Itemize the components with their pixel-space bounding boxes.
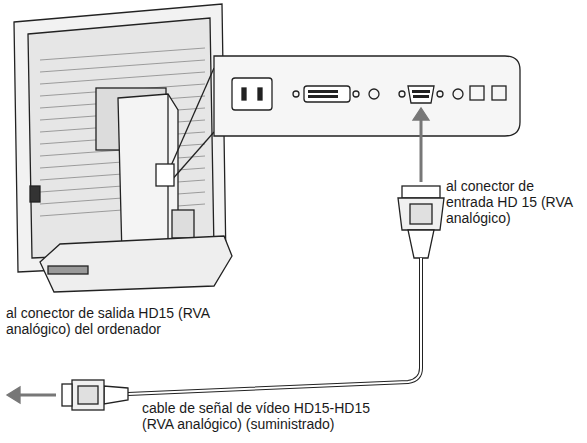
dvi-connector	[304, 86, 350, 102]
monitor-base	[40, 236, 232, 292]
callout-label: al conector de salida HD15 (RVA analógic…	[6, 305, 256, 337]
power-socket	[232, 78, 272, 110]
connector-panel	[214, 56, 520, 136]
hd15-plug	[62, 380, 128, 410]
hd15-plug	[398, 186, 444, 258]
callout-label: cable de señal de vídeo HD15-HD15 (RVA a…	[142, 400, 404, 432]
video-cable	[128, 258, 421, 394]
hd15-connector	[408, 86, 434, 103]
callout-label: al conector de entrada HD 15 (RVA analóg…	[446, 178, 574, 226]
